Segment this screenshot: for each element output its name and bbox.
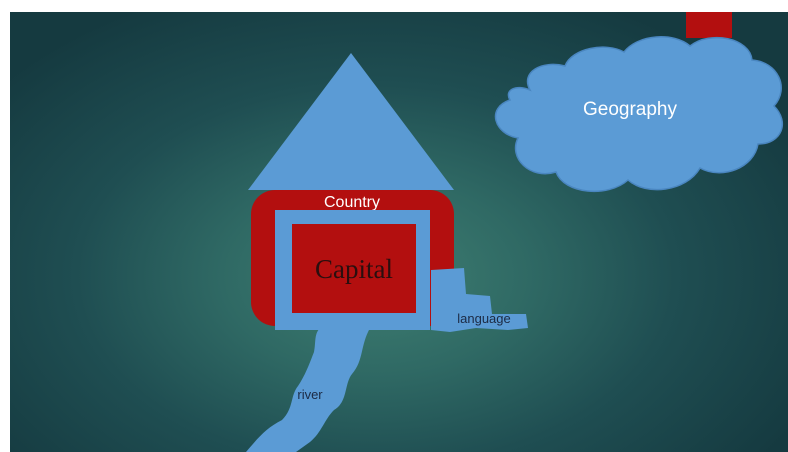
capital-label: Capital	[315, 254, 393, 284]
river-shape: river	[246, 328, 370, 452]
geography-cloud: Geography	[494, 36, 784, 193]
country-label: Country	[324, 194, 380, 211]
capital-block	[292, 224, 416, 313]
language-steps: language	[431, 268, 528, 332]
slide-canvas: Geography Country Capital language river	[10, 12, 788, 452]
river-label: river	[297, 387, 323, 402]
geography-label: Geography	[583, 99, 678, 120]
language-label: language	[457, 311, 511, 326]
cloud-chimney	[686, 12, 732, 38]
house-diagram: Geography Country Capital language river	[246, 12, 784, 452]
house-roof	[248, 53, 454, 190]
